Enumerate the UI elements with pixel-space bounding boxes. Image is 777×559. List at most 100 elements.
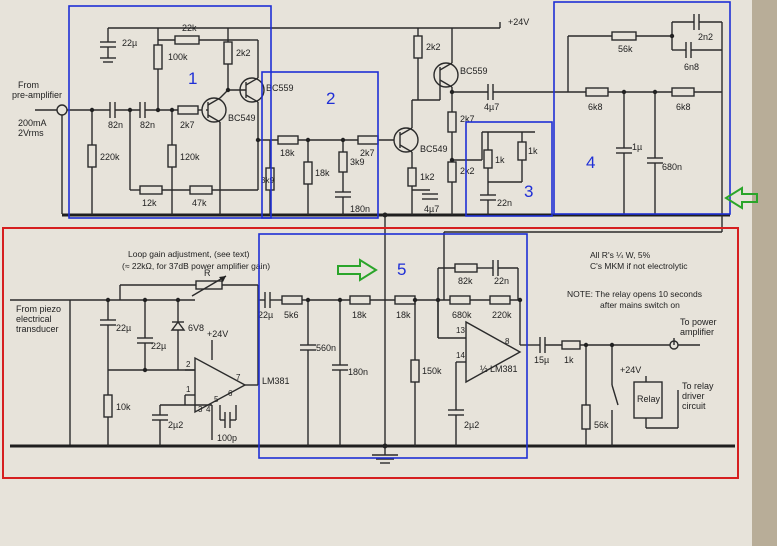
paper-edge [752,0,777,559]
opamp-b-label: ½ LM381 [480,364,518,374]
transistor-bc559-a [228,39,265,190]
res-82k-label: 82k [458,276,473,286]
power-out-label-2: amplifier [680,327,714,337]
preamp-label-4: 2Vrms [18,128,44,138]
res-18k-d-label: 18k [396,310,411,320]
lower-circuit-box [2,227,739,479]
res-6k8-b [671,87,722,97]
relay-note-1: NOTE: The relay opens 10 seconds [567,289,702,299]
resistor-note-1: All R's ¼ W, 5% [590,250,651,260]
block-1-box [68,5,272,219]
res-6k8-b-label: 6k8 [676,102,691,112]
res-6k8-a [568,87,672,97]
cap-22u-b [100,300,116,395]
res-1k-b-label: 1k [528,146,538,156]
res-3k9-a [258,139,278,215]
cap-22n-a [480,182,496,215]
cap-4u7-b-label: 4µ7 [424,204,439,214]
cap-22n-b [492,260,519,300]
res-18k-a [277,135,338,145]
relay-contact [611,345,619,446]
pin-5-label: 5 [214,395,219,404]
preamp-label-3: 200mA [18,118,47,128]
res-2k7-a-label: 2k7 [180,120,195,130]
relay-out-label-3: circuit [682,401,706,411]
piezo-input-terminal [10,299,71,446]
cap-1u [616,92,632,215]
cap-22u-top [100,28,116,63]
relay-out-label-1: To relay [682,381,714,391]
cap-180n-b-label: 180n [348,367,368,377]
block-4-number: 4 [586,153,595,172]
piezo-label-1: From piezo [16,304,61,314]
piezo-label-3: transducer [16,324,59,334]
cap-4u7-a-label: 4µ7 [484,102,499,112]
res-2k2-b-label: 2k2 [426,42,441,52]
cap-6n8-label: 6n8 [684,62,699,72]
res-10k-label: 10k [116,402,131,412]
cap-22u-c [137,300,153,370]
preamp-label-2: pre-amplifier [12,90,62,100]
block-5-box [258,233,528,459]
cap-680n-label: 680n [662,162,682,172]
pot-r-label: R [204,268,211,278]
res-56k-a [567,31,672,92]
cap-4u7-b [412,189,438,200]
res-120k [167,110,177,215]
res-680k-label: 680k [452,310,472,320]
res-3k9-b [338,140,348,192]
pot-r [119,275,259,300]
cap-15u-label: 15µ [534,355,549,365]
arrow-left-icon [724,186,758,210]
res-1k-a-label: 1k [495,155,505,165]
cap-2u2-b [448,409,464,446]
res-2k7-b-label: 2k7 [360,148,375,158]
paper-background [0,0,760,548]
res-150k [410,300,420,446]
res-6k8-a-label: 6k8 [588,102,603,112]
transistor-bc549-b [393,100,419,168]
pin-3-label: 3 [198,405,203,414]
pin-1-label: 1 [186,385,191,394]
relay-label: Relay [637,394,661,404]
res-1k-b [488,132,527,183]
cap-680n [647,92,663,215]
res-12k [129,110,190,195]
block-5-number: 5 [397,260,406,279]
relay-coil [633,376,679,429]
cap-22n-a-label: 22n [497,198,512,208]
transistor-bc559-b-label: BC559 [460,66,488,76]
pin-8-label: 8 [505,337,510,346]
cap-15u [536,337,562,353]
pin-2-label: 2 [186,360,191,369]
arrow-right-icon [337,258,378,282]
relay-note-2: after mains switch on [600,300,680,310]
res-10k [103,369,195,446]
res-220k-b [489,295,521,345]
transistor-bc549-a [201,89,229,215]
pin-6-label: 6 [228,389,233,398]
res-1k-c [561,340,668,350]
relay-out-label-2: driver [682,391,705,401]
res-22k [158,35,250,45]
cap-22u-b-label: 22µ [116,323,131,333]
cap-2n2 [671,14,722,50]
res-1k-a [482,131,535,182]
res-18k-b [303,140,313,215]
res-18k-a-label: 18k [280,148,295,158]
zener-6v8 [170,300,186,370]
res-2k2-c-label: 2k2 [460,166,475,176]
cap-180n-a [335,191,351,215]
cap-82n-a-label: 82n [108,120,123,130]
transistor-bc559-b [433,28,459,110]
res-18k-c [349,295,395,305]
cap-180n-a-label: 180n [350,204,370,214]
opamp-a-label: LM381 [262,376,290,386]
res-56k-b-label: 56k [594,420,609,430]
cap-100p [219,405,237,428]
resistor-note-2: C's MKM if not electrolytic [590,261,688,271]
cap-22u-top-label: 22µ [122,38,137,48]
res-680k [437,295,471,338]
opamp-lm381-a [185,300,259,414]
cap-6n8 [672,42,722,58]
